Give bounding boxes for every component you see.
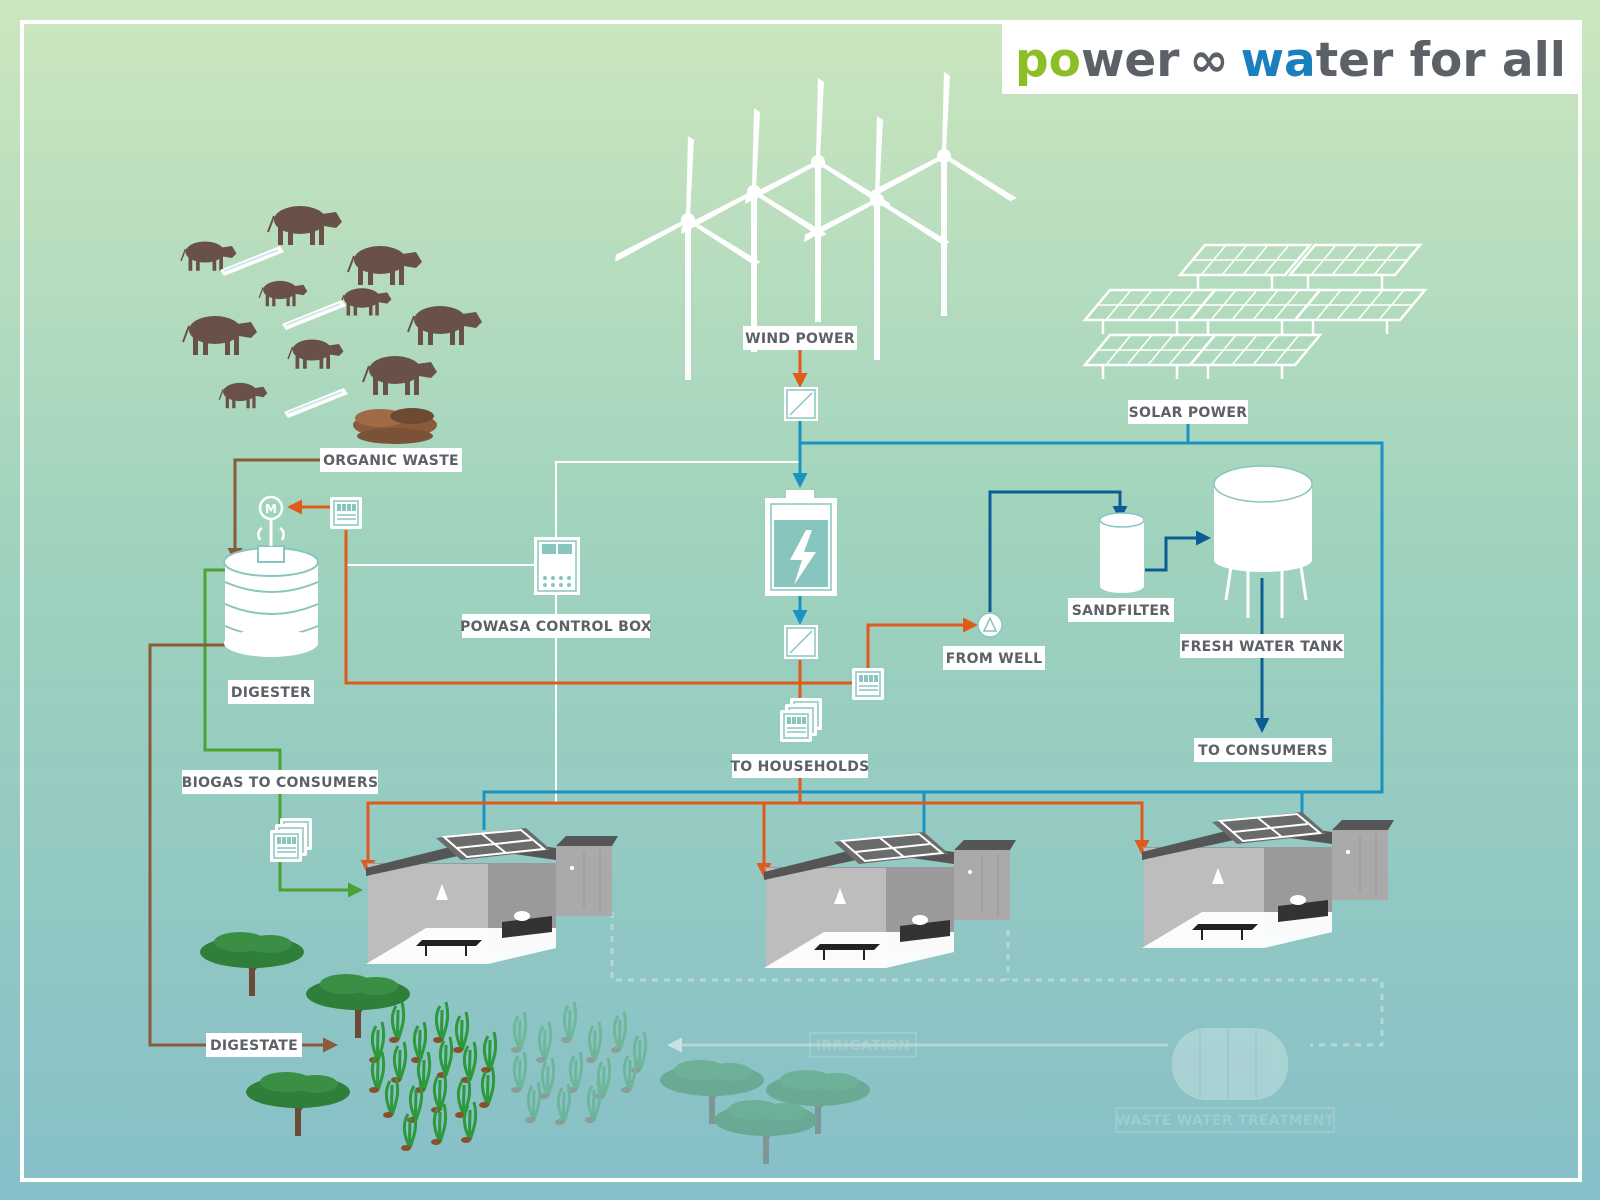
label-powasa-control-box: POWASA CONTROL BOX: [460, 614, 652, 638]
svg-text:M: M: [265, 502, 277, 516]
title-part-wer: wer: [1081, 33, 1180, 88]
label-text: ORGANIC WASTE: [323, 453, 459, 469]
label-text: DIGESTATE: [210, 1038, 298, 1054]
label-irrigation: IRRIGATION: [809, 1032, 917, 1058]
organic-waste-pile: [353, 408, 437, 444]
label-biogas-to-consumers: BIOGAS TO CONSUMERS: [182, 770, 379, 794]
label-solar-power: SOLAR POWER: [1128, 400, 1248, 424]
label-waste-water-treatment: WASTE WATER TREATMENT: [1115, 1107, 1335, 1133]
label-from-well: FROM WELL: [943, 646, 1045, 670]
sandfilter-icon: [1099, 512, 1145, 593]
water-tank-icon: [1213, 465, 1313, 618]
label-text: TO CONSUMERS: [1198, 743, 1328, 759]
biogas-lines: [203, 568, 363, 898]
meter-stack-icon: [269, 817, 313, 863]
label-text: FROM WELL: [946, 651, 1043, 667]
label-organic-waste: ORGANIC WASTE: [320, 448, 462, 472]
label-text: DIGESTER: [231, 685, 311, 701]
meter-icon: [329, 496, 363, 530]
label-digestate: DIGESTATE: [206, 1033, 302, 1057]
electricity-lines: [287, 350, 1150, 878]
label-sandfilter: SANDFILTER: [1068, 598, 1174, 622]
label-to-households: TO HOUSEHOLDS: [730, 754, 869, 778]
label-fresh-water-tank: FRESH WATER TANK: [1180, 634, 1344, 658]
title-part-wa: wa: [1241, 33, 1316, 88]
label-text: POWASA CONTROL BOX: [460, 619, 652, 635]
label-digester: DIGESTER: [228, 680, 314, 704]
label-text: WASTE WATER TREATMENT: [1115, 1113, 1334, 1129]
waste-water-lines: [610, 912, 1384, 1053]
pump-icon: [977, 612, 1003, 638]
label-wind-power: WIND POWER: [743, 326, 857, 350]
title-banner: power∞water for all: [1002, 22, 1580, 94]
title-part-ter-for-all: ter for all: [1316, 33, 1566, 88]
waste-water-tank-icon: [1172, 1028, 1288, 1100]
label-text: IRRIGATION: [816, 1038, 911, 1054]
label-to-consumers: TO CONSUMERS: [1194, 738, 1332, 762]
inverter-icon: [783, 624, 819, 660]
label-text: BIOGAS TO CONSUMERS: [182, 775, 379, 791]
control-box-icon: [534, 537, 580, 595]
label-text: FRESH WATER TANK: [1181, 639, 1344, 655]
label-text: SANDFILTER: [1072, 603, 1171, 619]
battery-icon: [765, 490, 837, 596]
control-lines: [346, 461, 800, 802]
label-text: SOLAR POWER: [1129, 405, 1248, 421]
frame-border: [20, 20, 1582, 1182]
meter-stack-icon: [779, 697, 823, 743]
infinity-icon: ∞: [1189, 33, 1228, 88]
title-part-po: po: [1015, 33, 1081, 88]
svg-text:power∞water for all: power∞water for all: [1015, 33, 1566, 88]
digester-icon: M: [223, 495, 319, 657]
meter-icon: [851, 667, 885, 701]
label-text: TO HOUSEHOLDS: [730, 759, 869, 775]
inverter-icon: [783, 386, 819, 422]
label-text: WIND POWER: [745, 331, 855, 347]
